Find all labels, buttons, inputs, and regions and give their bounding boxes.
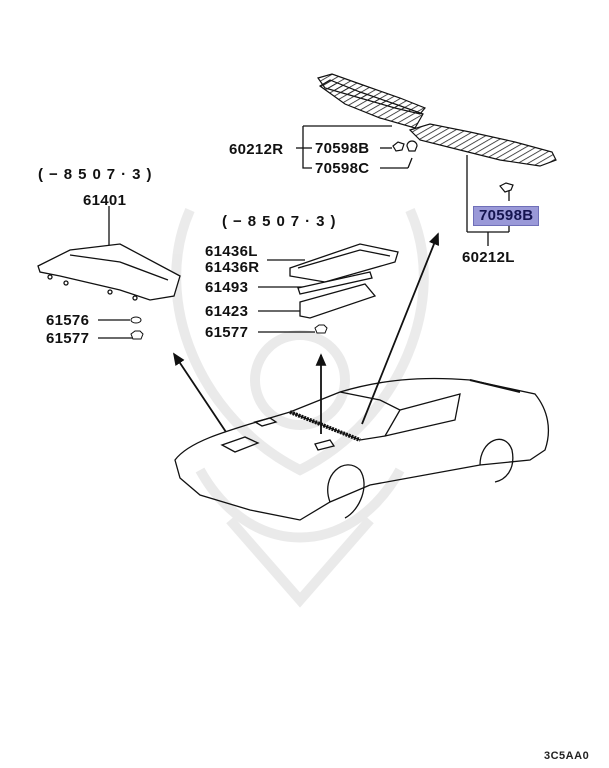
part-label-70598B-left-highlighted[interactable]: 70598B	[473, 206, 540, 226]
part-label-60212L[interactable]: 60212L	[462, 249, 515, 266]
vent-drawing	[258, 243, 399, 333]
bracket-60212L	[466, 155, 510, 246]
part-label-70598B-right[interactable]: 70598B	[315, 140, 370, 157]
nut-icon	[130, 330, 144, 340]
diagram-code: 3C5AA0	[544, 750, 590, 762]
part-label-61577-scoop[interactable]: 61577	[46, 330, 90, 347]
part-label-61577-vent[interactable]: 61577	[205, 324, 249, 341]
cowl-grille-drawing	[317, 73, 557, 167]
car-drawing	[174, 377, 549, 521]
part-label-61493[interactable]: 61493	[205, 279, 249, 296]
part-label-61576[interactable]: 61576	[46, 312, 90, 329]
part-label-61423[interactable]: 61423	[205, 303, 249, 320]
part-label-61436L[interactable]: 61436L	[205, 243, 258, 260]
part-label-60212R[interactable]: 60212R	[229, 141, 284, 158]
vent-nut-icon	[314, 324, 328, 334]
hood-scoop-drawing	[37, 206, 181, 301]
bracket-60212R	[296, 125, 413, 169]
date-note-vent: (−8507·3)	[222, 213, 342, 230]
part-label-70598C[interactable]: 70598C	[315, 160, 370, 177]
grommet-icon	[130, 316, 142, 324]
part-label-61401[interactable]: 61401	[83, 192, 127, 209]
leader-61576-61577	[98, 319, 134, 339]
location-arrows	[173, 232, 440, 434]
date-note-spoiler: (−8507·3)	[38, 166, 158, 183]
watermark-logo	[171, 207, 429, 608]
part-label-61436R[interactable]: 61436R	[205, 259, 260, 276]
clip-icons-right	[392, 140, 418, 152]
clip-icon-left	[499, 182, 514, 193]
